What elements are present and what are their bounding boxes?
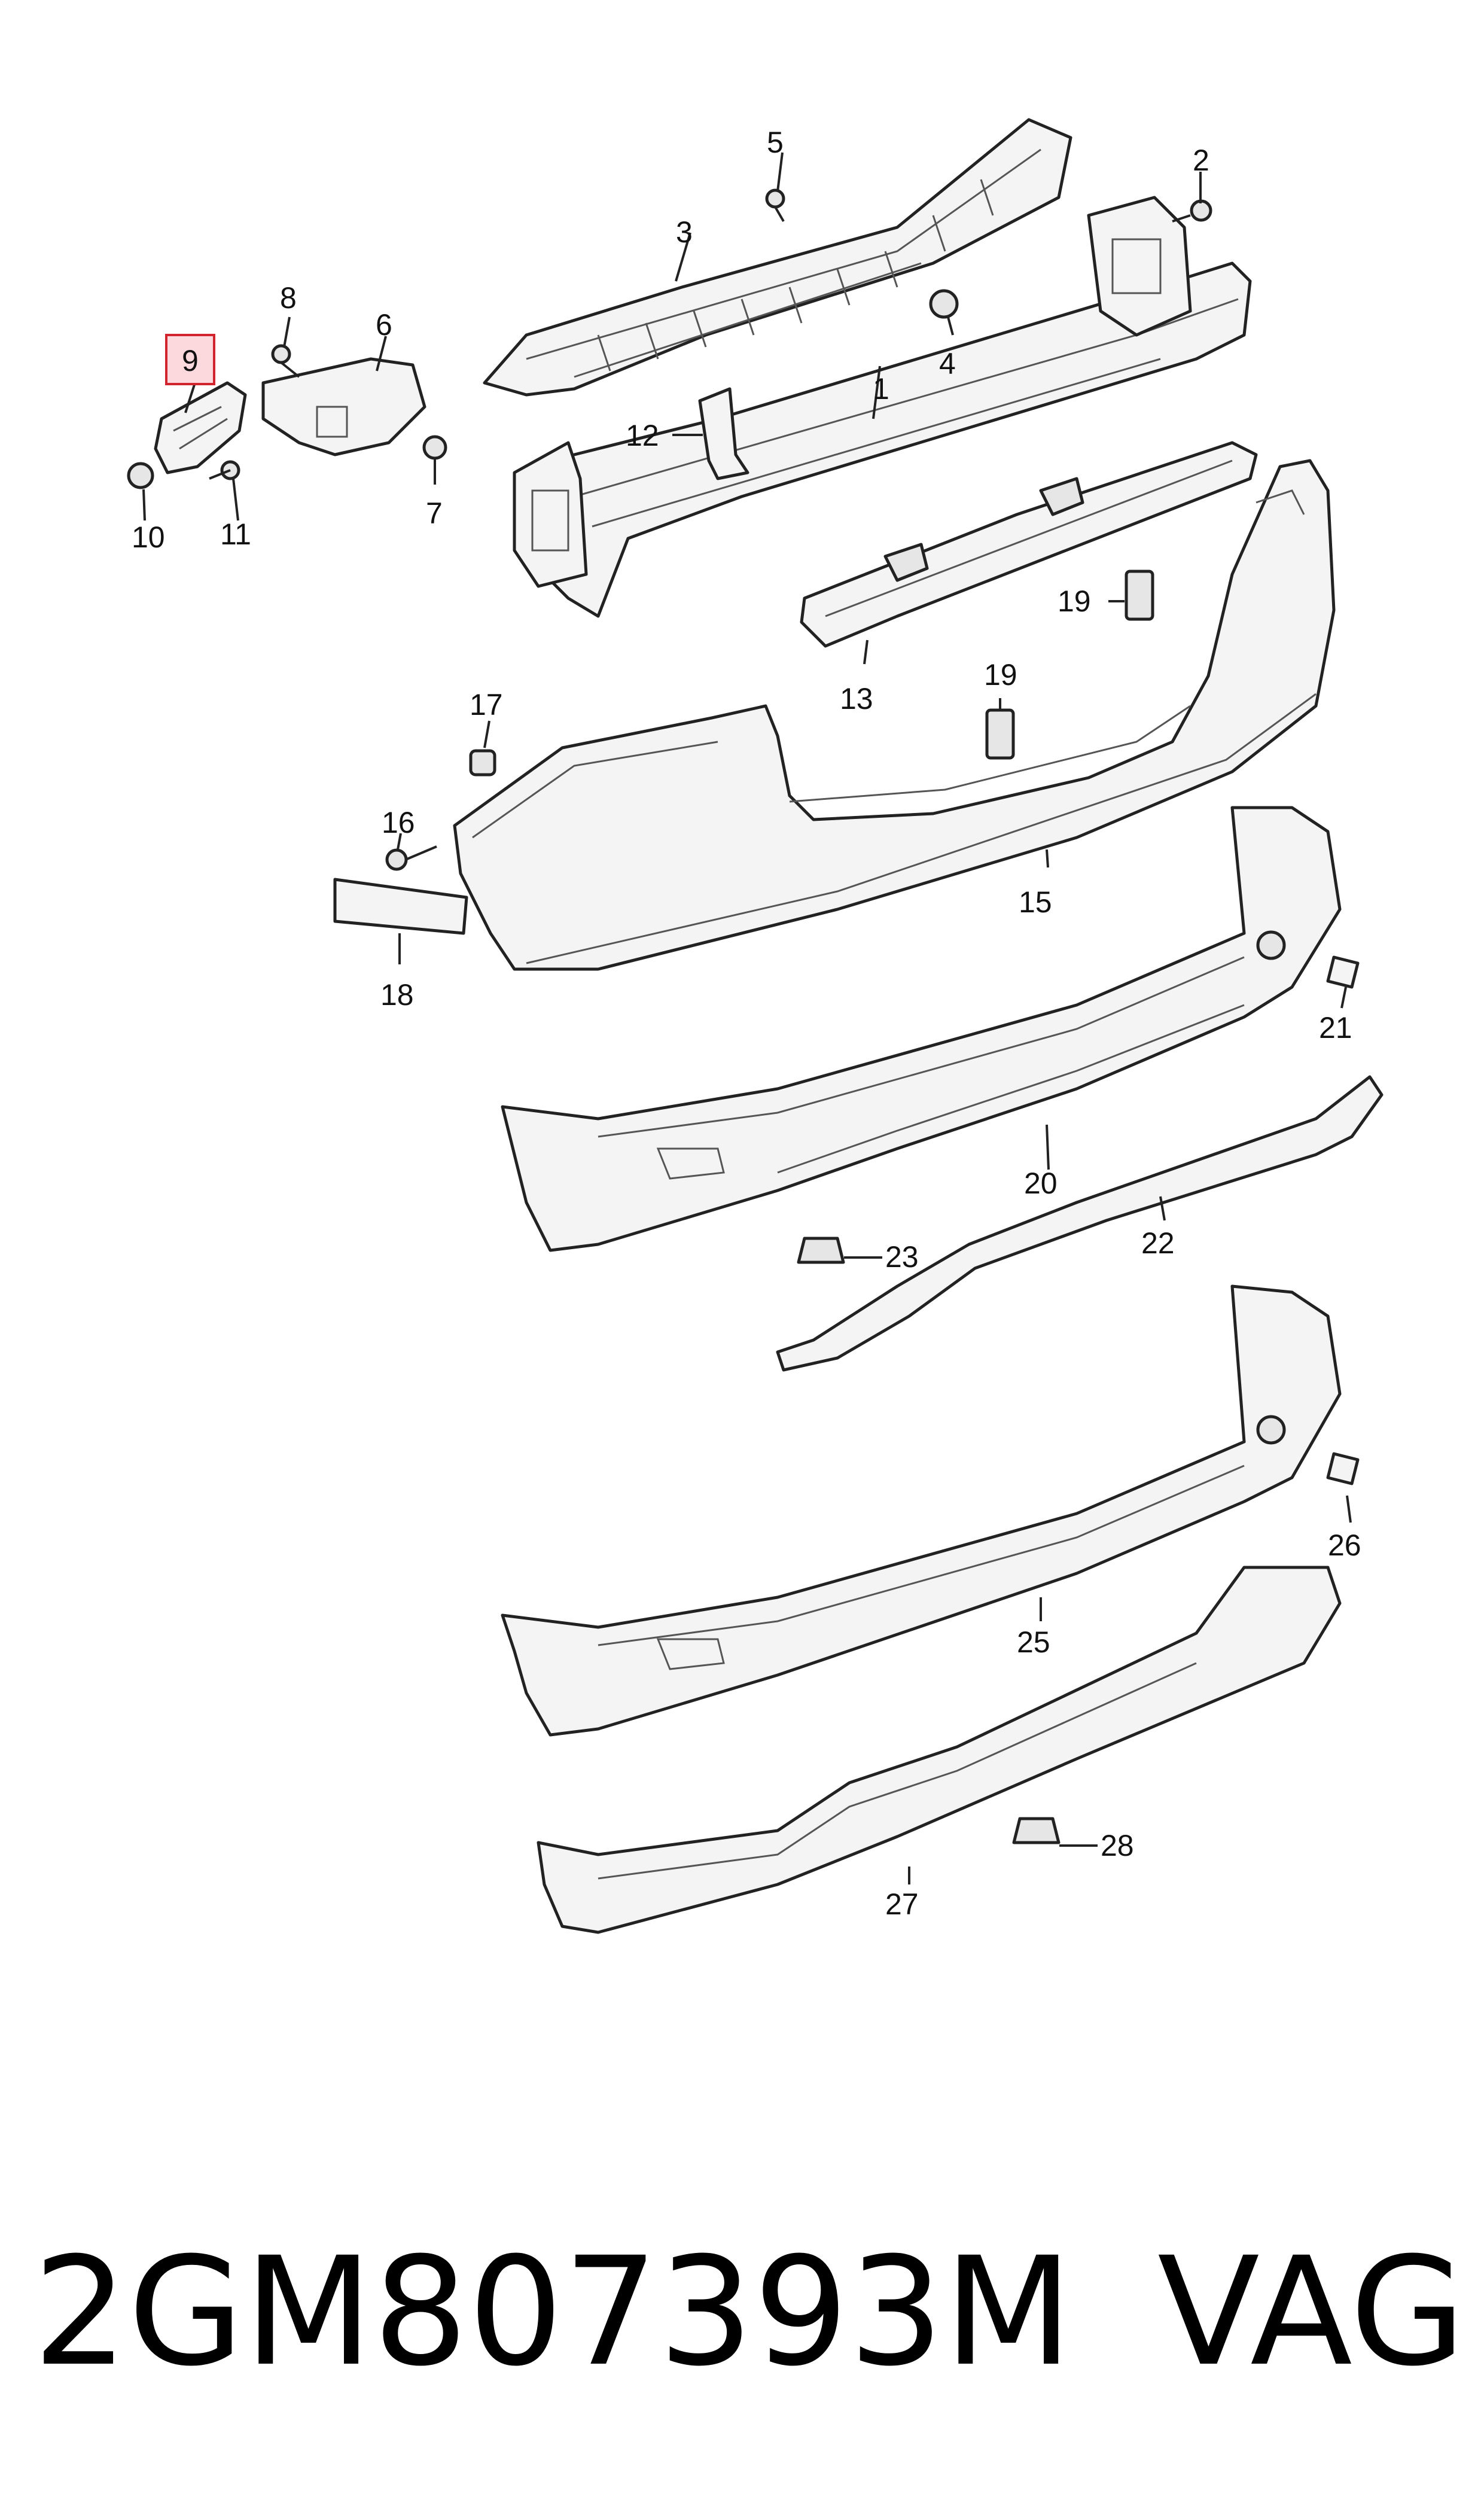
part-12-bracket [698,387,749,480]
callout-label: 3 [676,215,693,249]
callout-label: 28 [1101,1829,1134,1862]
part-20-bumper-cover-middle [501,806,1360,1252]
callout-label: 2 [1193,144,1209,177]
callout-label: 19 [984,658,1017,692]
part-18-reflector [333,878,468,935]
callout-label: 21 [1319,1011,1352,1045]
callout-label: 26 [1328,1529,1361,1562]
part-9-side-bracket [154,381,247,474]
callout-label: 11 [220,517,251,551]
part-3-guide-profile [483,118,1072,397]
callout-label: 20 [1024,1167,1058,1200]
callout-label: 17 [470,688,503,721]
part-1-bumper-carrier [513,196,1252,618]
part-number: 2GM807393M [33,2225,1073,2399]
callout-label: 1 [873,372,889,406]
part-25-bumper-cover-lower [501,1284,1360,1737]
callout-label: 22 [1141,1226,1175,1260]
highlight-box-part-9 [165,334,215,385]
callout-label: 7 [426,497,443,530]
callout-label: 18 [380,978,414,1012]
part-22-trim-strip [776,1075,1384,1372]
callout-label: 5 [767,126,784,159]
callout-label: 6 [376,308,392,342]
callout-label: 16 [382,806,415,839]
callout-label: 23 [885,1240,919,1274]
callout-label: 13 [840,682,873,715]
callout-label: 25 [1017,1625,1050,1659]
callout-labels: 1 2 3 4 5 6 7 8 9 10 11 12 13 15 16 17 1… [132,126,1361,1921]
part-27-diffuser [537,1566,1342,1934]
brand-name: VAG [1157,2225,1466,2399]
fasteners [127,188,1212,1844]
part-13-impact-absorber [800,441,1258,648]
part-15-bumper-cover-upper [453,459,1336,971]
callout-label: 15 [1019,885,1052,919]
callout-label: 8 [280,281,297,315]
callout-label: 4 [939,347,956,380]
callout-label: 27 [885,1887,919,1921]
part-6-side-bracket [261,357,426,456]
callout-label: 19 [1058,584,1091,618]
callout-label: 10 [132,520,165,554]
leader-lines [142,152,1352,1884]
callout-label: 12 [626,419,659,452]
callout-label: 9 [182,344,199,377]
